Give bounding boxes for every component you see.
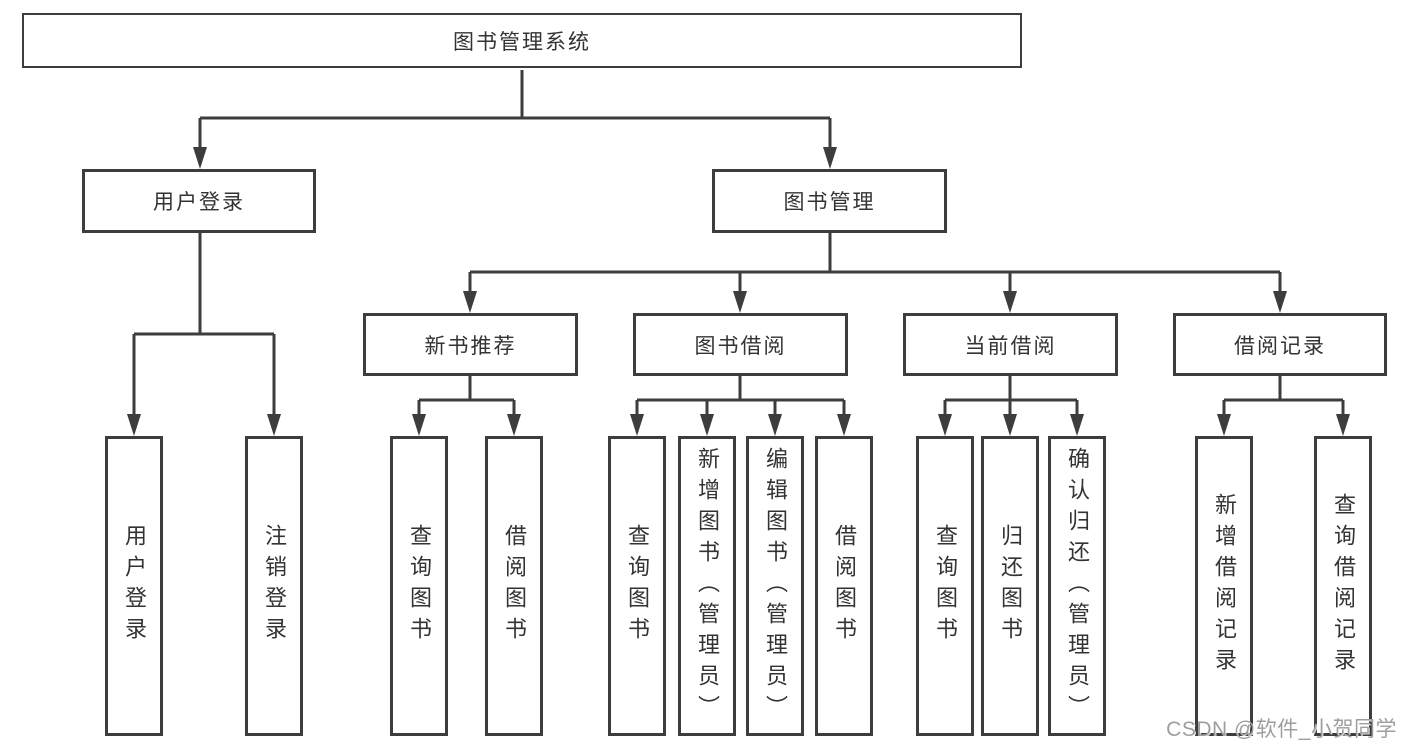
node-label: 查询图书 [407,524,432,648]
arrowhead [938,414,952,436]
node-label: 新增借阅记录 [1212,493,1237,679]
node-label: 编辑图书（管理员） [763,446,788,726]
edge-newbook-to-leaves [417,376,516,416]
leaf-borrowing-add-books-admin: 新增图书（管理员） [678,436,736,736]
arrowhead [1273,291,1287,313]
leaf-borrowing-query-books: 查询图书 [608,436,666,736]
arrowhead [127,414,141,436]
node-label: 图书管理 [783,191,876,214]
node-user-login: 用户登录 [82,169,316,233]
edge-currentborrow-to-leaves [943,376,1079,416]
node-label: 新书推荐 [424,334,517,358]
edge-bookborrow-to-leaves [635,376,846,416]
arrowhead [1003,291,1017,313]
arrowhead [1217,414,1231,436]
arrowhead [1336,414,1350,436]
node-new-book-recommendation: 新书推荐 [363,313,578,376]
leaf-records-add-borrow-record: 新增借阅记录 [1195,436,1253,736]
node-label: 查询借阅记录 [1331,493,1356,679]
node-book-borrowing: 图书借阅 [633,313,848,376]
node-label: 新增图书（管理员） [695,446,720,726]
edge-root-to-level2 [198,70,832,150]
node-label: 确认归还（管理员） [1065,446,1090,726]
node-label: 查询图书 [933,524,958,648]
edge-records-to-leaves [1222,376,1345,416]
arrowhead [733,291,747,313]
leaf-borrowing-borrow-books: 借阅图书 [815,436,873,736]
arrowhead [507,414,521,436]
arrowhead [463,291,477,313]
node-label: 归还图书 [998,524,1023,648]
arrowhead [267,414,281,436]
node-book-management: 图书管理 [712,169,947,233]
node-label: 用户登录 [122,524,147,648]
leaf-borrowing-edit-books-admin: 编辑图书（管理员） [746,436,804,736]
leaf-current-confirm-return-admin: 确认归还（管理员） [1048,436,1106,736]
leaf-records-query-borrow-record: 查询借阅记录 [1314,436,1372,736]
arrowhead [700,414,714,436]
node-current-borrowing: 当前借阅 [903,313,1118,376]
node-label: 注销登录 [262,524,287,648]
csdn-watermark: CSDN @软件_小贺同学 [1166,718,1397,741]
arrowhead [630,414,644,436]
node-label: 借阅图书 [502,524,527,648]
arrowhead [193,147,207,169]
node-label: 用户登录 [153,191,245,214]
leaf-logout: 注销登录 [245,436,303,736]
leaf-newbook-borrow-books: 借阅图书 [485,436,543,736]
node-borrowing-records: 借阅记录 [1173,313,1387,376]
edge-userlogin-to-leaves [132,233,276,416]
arrowhead [1003,414,1017,436]
node-label: 借阅记录 [1234,334,1326,358]
node-label: 查询图书 [625,524,650,648]
arrowheads [127,147,1350,436]
leaf-current-return-books: 归还图书 [981,436,1039,736]
node-library-management-system: 图书管理系统 [22,13,1022,68]
arrowhead [837,414,851,436]
leaf-user-login: 用户登录 [105,436,163,736]
arrowhead [412,414,426,436]
leaf-current-query-books: 查询图书 [916,436,974,736]
leaf-newbook-query-books: 查询图书 [390,436,448,736]
edge-bookmgmt-to-level3 [468,233,1282,293]
node-label: 图书借阅 [694,334,787,358]
arrowhead [823,147,837,169]
arrowhead [1070,414,1084,436]
node-label: 当前借阅 [964,334,1057,358]
node-label: 借阅图书 [832,524,857,648]
node-label: 图书管理系统 [453,30,591,54]
arrowhead [768,414,782,436]
connector-paths [132,70,1345,416]
